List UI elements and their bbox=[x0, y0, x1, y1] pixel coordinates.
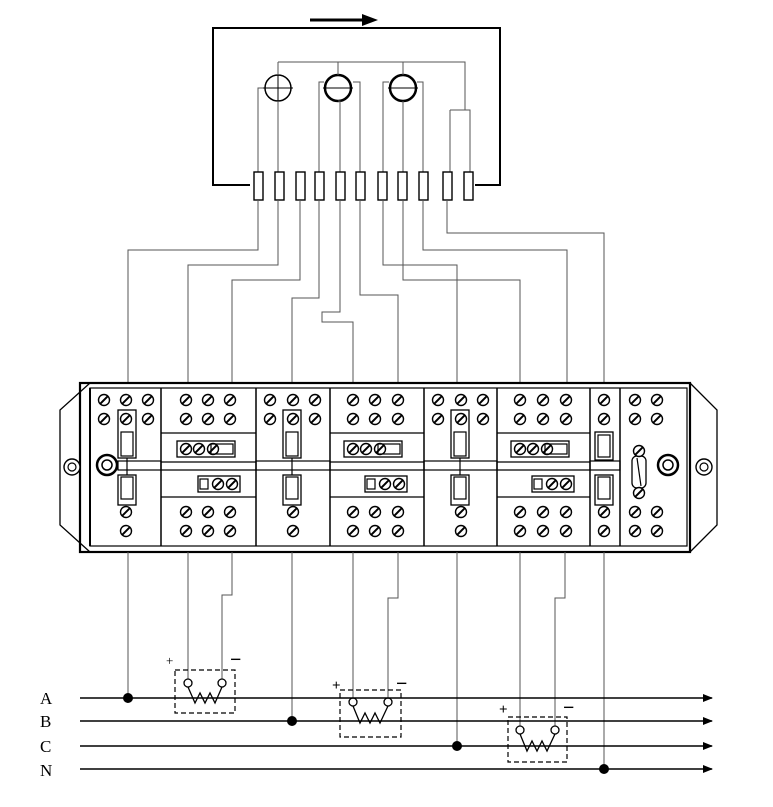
ct-plus-label: + bbox=[166, 653, 173, 668]
ct-minus-label: − bbox=[563, 697, 574, 719]
junction-dot-a bbox=[123, 693, 133, 703]
ct-minus-label: − bbox=[230, 649, 241, 671]
phase-label-c: C bbox=[40, 737, 51, 756]
neutral-link bbox=[589, 393, 621, 538]
fixing-screw-left-icon bbox=[95, 453, 119, 477]
phase-label-n: N bbox=[40, 761, 52, 780]
phase-label-b: B bbox=[40, 712, 51, 731]
voltage-link-b bbox=[255, 393, 331, 538]
junction-dot-c bbox=[452, 741, 462, 751]
ct-coil-icon bbox=[519, 733, 556, 753]
block-to-bus-wiring bbox=[127, 552, 605, 768]
meter-body bbox=[212, 27, 501, 186]
fixing-screw-right-icon bbox=[656, 453, 680, 477]
ct-coil-icon bbox=[352, 705, 389, 725]
arrow-head bbox=[362, 14, 378, 26]
ct-plus-label: + bbox=[499, 702, 508, 718]
junction-dot-b bbox=[287, 716, 297, 726]
current-section-c bbox=[497, 393, 590, 538]
mount-hole-left-icon bbox=[63, 458, 81, 476]
ct-plus-label: + bbox=[332, 678, 341, 694]
current-transformer-c: + − bbox=[499, 697, 574, 763]
meter-to-block-wiring bbox=[127, 200, 605, 383]
junction-dot-n bbox=[599, 764, 609, 774]
current-section-a bbox=[161, 393, 256, 538]
ct-minus-label: − bbox=[396, 673, 407, 695]
terminal-block bbox=[59, 381, 718, 554]
meter-terminals bbox=[253, 171, 474, 201]
meter bbox=[212, 14, 501, 201]
current-transformer-a: + − bbox=[166, 649, 241, 714]
voltage-link-a bbox=[97, 393, 162, 538]
bus-lines: A B C N bbox=[40, 689, 713, 780]
current-transformer-b: + − bbox=[332, 673, 407, 738]
phase-label-a: A bbox=[40, 689, 53, 708]
end-section bbox=[628, 393, 664, 538]
mount-hole-right-icon bbox=[695, 458, 713, 476]
voltage-link-c bbox=[423, 393, 498, 538]
current-section-b bbox=[330, 393, 424, 538]
ct-coil-icon bbox=[187, 686, 223, 705]
